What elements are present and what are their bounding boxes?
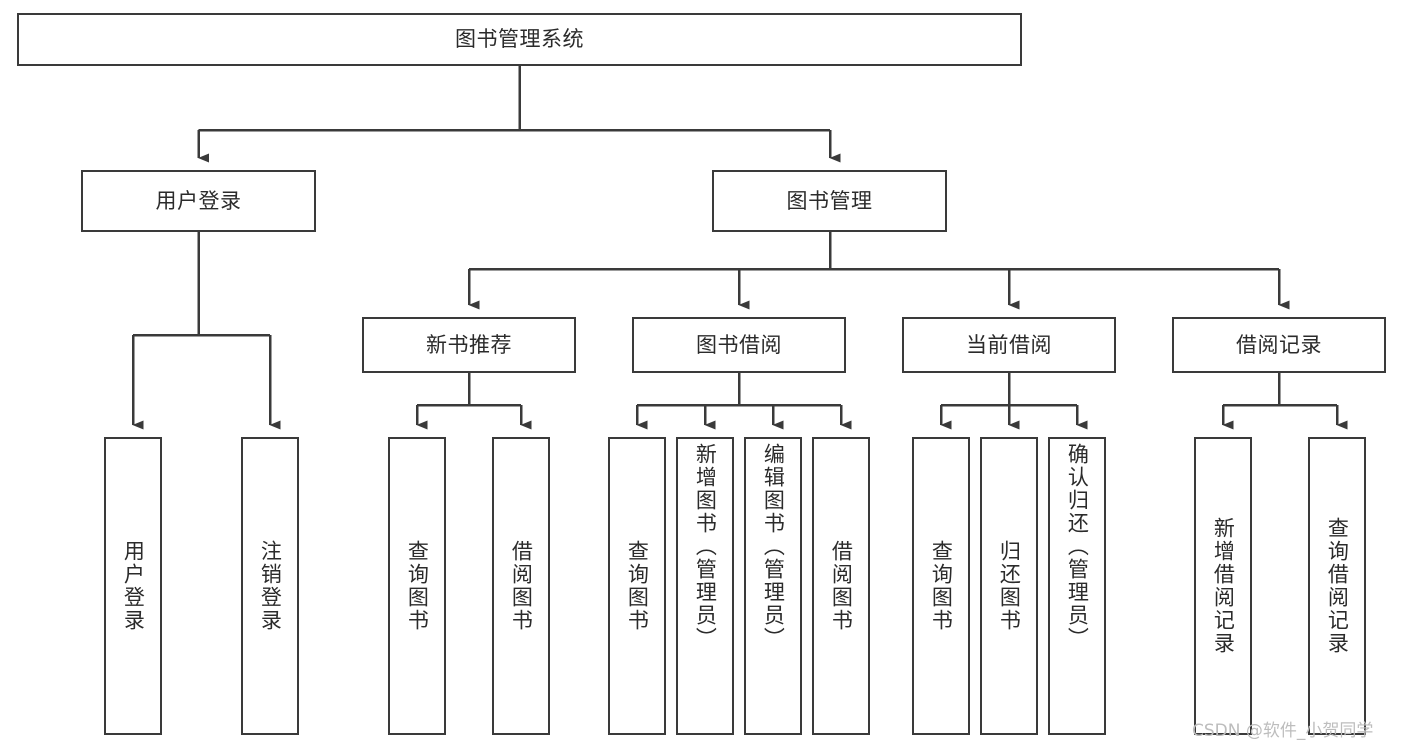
node-leaf-return-book-label: 归还图书 — [997, 540, 1022, 632]
node-borrow-record[interactable]: 借阅记录 — [1172, 317, 1386, 373]
node-leaf-confirm-return-label: 确认归还（管理员） — [1065, 443, 1090, 650]
node-leaf-borrow-book-2[interactable]: 借阅图书 — [812, 437, 870, 735]
node-book-borrow-label: 图书借阅 — [696, 332, 782, 357]
node-new-book-recommend-label: 新书推荐 — [426, 332, 512, 357]
node-leaf-query-book-3-label: 查询图书 — [929, 540, 954, 632]
node-borrow-record-label: 借阅记录 — [1236, 332, 1322, 357]
node-leaf-query-book-3[interactable]: 查询图书 — [912, 437, 970, 735]
node-leaf-query-record[interactable]: 查询借阅记录 — [1308, 437, 1366, 735]
node-user-login-label: 用户登录 — [155, 188, 242, 213]
csdn-watermark: CSDN @软件_小贺同学 — [1192, 721, 1374, 741]
node-leaf-logout-label: 注销登录 — [258, 540, 283, 632]
node-root-system-label: 图书管理系统 — [455, 27, 584, 52]
node-leaf-borrow-book-2-label: 借阅图书 — [829, 540, 854, 632]
node-leaf-add-book[interactable]: 新增图书（管理员） — [676, 437, 734, 735]
node-leaf-return-book[interactable]: 归还图书 — [980, 437, 1038, 735]
node-leaf-add-record[interactable]: 新增借阅记录 — [1194, 437, 1252, 735]
node-root-system[interactable]: 图书管理系统 — [17, 13, 1022, 66]
node-leaf-edit-book[interactable]: 编辑图书（管理员） — [744, 437, 802, 735]
node-leaf-query-book-1-label: 查询图书 — [405, 540, 430, 632]
node-leaf-user-login[interactable]: 用户登录 — [104, 437, 162, 735]
node-current-borrow-label: 当前借阅 — [966, 332, 1052, 357]
node-leaf-add-book-label: 新增图书（管理员） — [693, 443, 718, 650]
node-leaf-query-record-label: 查询借阅记录 — [1325, 517, 1350, 655]
node-book-management-label: 图书管理 — [786, 188, 873, 213]
node-leaf-query-book-2-label: 查询图书 — [625, 540, 650, 632]
node-leaf-borrow-book-1-label: 借阅图书 — [509, 540, 534, 632]
node-leaf-query-book-2[interactable]: 查询图书 — [608, 437, 666, 735]
node-leaf-query-book-1[interactable]: 查询图书 — [388, 437, 446, 735]
node-book-borrow[interactable]: 图书借阅 — [632, 317, 846, 373]
node-leaf-edit-book-label: 编辑图书（管理员） — [761, 443, 786, 650]
node-leaf-add-record-label: 新增借阅记录 — [1211, 517, 1236, 655]
node-new-book-recommend[interactable]: 新书推荐 — [362, 317, 576, 373]
node-book-management[interactable]: 图书管理 — [712, 170, 947, 232]
node-current-borrow[interactable]: 当前借阅 — [902, 317, 1116, 373]
node-leaf-confirm-return[interactable]: 确认归还（管理员） — [1048, 437, 1106, 735]
node-leaf-user-login-label: 用户登录 — [121, 540, 146, 632]
node-leaf-borrow-book-1[interactable]: 借阅图书 — [492, 437, 550, 735]
node-leaf-logout[interactable]: 注销登录 — [241, 437, 299, 735]
node-user-login[interactable]: 用户登录 — [81, 170, 316, 232]
